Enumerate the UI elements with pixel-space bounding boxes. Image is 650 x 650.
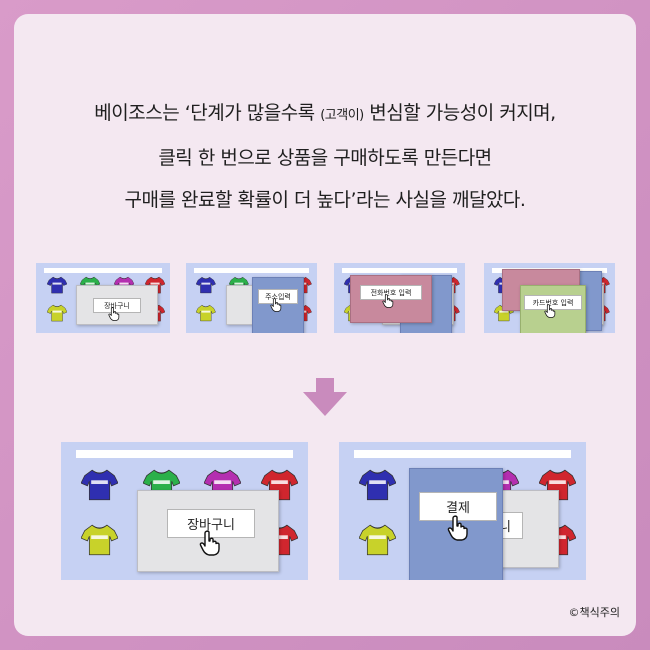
hand-pointer-icon <box>382 294 394 308</box>
shirt-icon <box>46 304 67 322</box>
hand-pointer-icon <box>199 530 221 556</box>
shirt-icon <box>358 467 396 503</box>
before-panel: 장바구니 <box>61 442 308 580</box>
shirt-icon <box>196 276 217 294</box>
step-3-panel: 전화번호 입력 <box>334 263 465 333</box>
step-1-panel: 장바구니 <box>36 263 170 333</box>
hand-pointer-icon <box>108 307 120 321</box>
payment-button[interactable]: 결제 <box>419 492 497 521</box>
shirt-icon <box>80 467 118 503</box>
cart-button[interactable]: 장바구니 <box>93 298 141 313</box>
address-bar <box>353 450 572 458</box>
step-4-panel: 카드번호 입력 <box>484 263 615 333</box>
hand-pointer-icon <box>447 515 469 541</box>
address-bar <box>75 450 294 458</box>
arrow-down-icon <box>303 378 347 416</box>
card-number-input-button[interactable]: 카드번호 입력 <box>524 295 582 310</box>
step-2-panel: 주소입력 <box>186 263 317 333</box>
shirt-icon <box>196 304 217 322</box>
headline-line-1: 베이조스는 ‘단계가 많을수록 (고객이) 변심할 가능성이 커지며, <box>94 102 556 124</box>
after-panel: 니 결제 <box>339 442 586 580</box>
shirt-icon <box>46 276 67 294</box>
hand-pointer-icon <box>544 304 556 318</box>
cart-button[interactable]: 장바구니 <box>167 509 255 538</box>
address-bar <box>193 268 310 273</box>
headline-line-3: 구매를 완료할 확률이 더 높다’라는 사실을 깨달았다. <box>124 189 526 211</box>
shirt-icon <box>80 522 118 558</box>
address-bar <box>44 268 162 273</box>
address-input-button[interactable]: 주소입력 <box>258 289 298 304</box>
address-bar <box>341 268 458 273</box>
copyright: ©책식주의 <box>568 606 620 619</box>
headline-line-2: 클릭 한 번으로 상품을 구매하도록 만든다면 <box>158 147 492 169</box>
shirt-icon <box>358 522 396 558</box>
hand-pointer-icon <box>270 298 282 312</box>
headline: 베이조스는 ‘단계가 많을수록 (고객이) 변심할 가능성이 커지며, 클릭 한… <box>0 92 650 221</box>
phone-input-button[interactable]: 전화번호 입력 <box>360 285 422 300</box>
